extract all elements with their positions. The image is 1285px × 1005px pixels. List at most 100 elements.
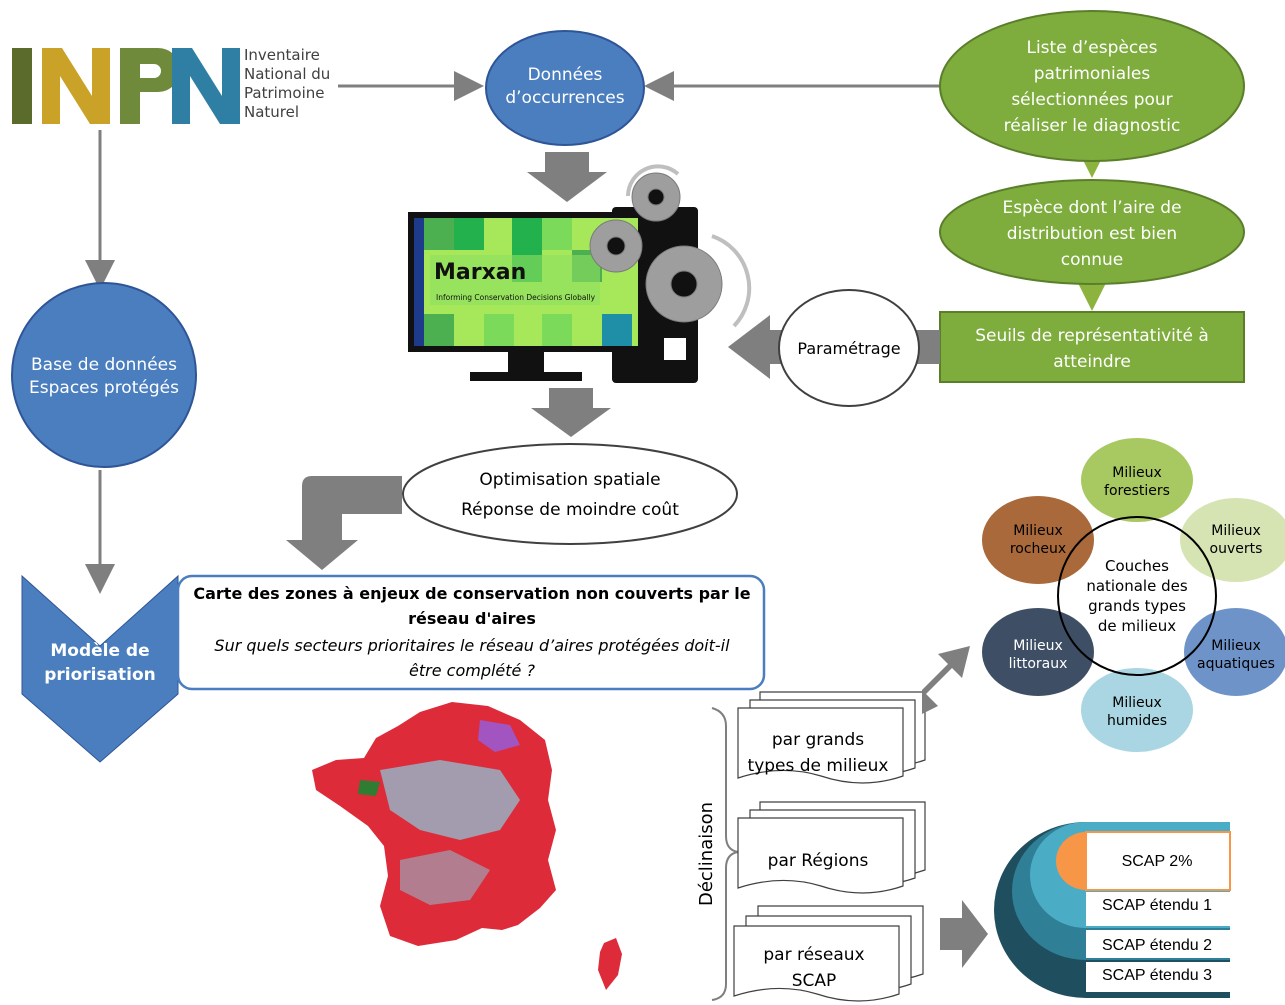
monitor-screen: Marxan Informing Conservation Decisions … [414,218,638,346]
seuils-line2: atteindre [1053,352,1131,372]
milieux-littoraux-line1: Milieux [1013,638,1063,654]
optimisation-line2: Réponse de moindre coût [461,500,679,520]
milieux-ouverts-circle [1180,498,1285,582]
liste-line2: patrimoniales [1034,64,1151,84]
logo-letter-n2 [172,48,240,124]
milieux-ouverts-line2: ouverts [1210,541,1263,557]
node-espece-distribution: Espèce dont l’aire de distribution est b… [939,179,1245,285]
milieux-center-line3: grands types [1088,597,1186,615]
espece-line3: connue [1061,250,1124,270]
scap-e2-box [1086,930,1230,958]
gears-icon [589,164,752,328]
donnees-line2: d’occurrences [505,88,624,108]
milieux-forestiers-circle [1081,438,1193,522]
milieux-littoraux-line2: littoraux [1009,656,1068,672]
marxan-title: Marxan [434,260,526,285]
parametrage-label: Paramétrage [797,339,900,358]
milieux-ouverts: Milieux ouverts [1180,498,1285,582]
node-liste-especes: Liste d’espèces patrimoniales sélectionn… [939,10,1245,162]
declinaison-label: Déclinaison [696,802,717,906]
optimisation-line1: Optimisation spatiale [479,470,660,490]
milieux-center-circle [1057,516,1217,676]
arrow-donnees-to-marxan [527,152,607,202]
milieux-forestiers: Milieux forestiers [1081,438,1193,522]
logo-letter-n [42,48,110,124]
milieux-aquatiques-line1: Milieux [1211,638,1261,654]
logo-text-line2: National du [244,65,330,83]
arrow-marxan-to-optimisation [531,388,611,437]
doc-scap-line2: SCAP [792,971,837,991]
modele-line2: priorisation [44,665,156,685]
arrow-to-scap [940,900,988,968]
map-blue-areas-south [400,850,490,905]
base-line1: Base de données [31,355,177,375]
milieux-aquatiques-line2: aquatiques [1197,656,1275,672]
map-purple-area [478,720,520,752]
milieux-humides-line2: humides [1107,713,1167,729]
milieux-humides: Milieux humides [1081,668,1193,752]
liste-line4: réaliser le diagnostic [1004,116,1181,136]
milieux-cluster: Milieux forestiers Milieux ouverts Milie… [982,438,1285,752]
milieux-center: Couches nationale des grands types de mi… [1057,516,1217,676]
doc-milieux-line1: par grands [772,730,864,750]
scap-etendu-2-label: SCAP étendu 2 [1102,937,1212,954]
doc-milieux-line2: types de milieux [748,756,889,776]
doc-stack-regions: par Régions [737,801,926,894]
scap-e3-box [1086,962,1230,992]
logo-text-line1: Inventaire [244,46,320,64]
inpn-logo: Inventaire National du Patrimoine Nature… [12,46,330,124]
monitor-neck [508,352,544,374]
france-map [312,702,622,990]
marxan-subtitle: Informing Conservation Decisions Globall… [436,293,596,302]
node-optimisation: Optimisation spatiale Réponse de moindre… [402,443,738,545]
carte-box: Carte des zones à enjeux de conservation… [176,574,766,691]
arrow-to-milieux [922,646,970,714]
liste-line3: sélectionnées pour [1011,90,1172,110]
milieux-center-line2: nationale des [1086,577,1188,595]
marxan-computer: Marxan Informing Conservation Decisions … [408,164,752,383]
monitor-base [470,372,582,381]
milieux-rocheux-line1: Milieux [1013,523,1063,539]
milieux-ouverts-line1: Milieux [1211,523,1261,539]
carte-title-line1: Carte des zones à enjeux de conservation… [193,584,750,603]
carte-title-line2: réseau d'aires [408,609,536,628]
modele-line1: Modèle de [50,641,149,661]
scap-nested: SCAP 2% SCAP étendu 1 SCAP étendu 2 SCAP… [994,822,1231,998]
doc-stack-scap: par réseaux SCAP [733,905,924,1002]
liste-line1: Liste d’espèces [1026,38,1157,58]
logo-text-line3: Patrimoine [244,84,324,102]
carte-question-line2: être complété ? [409,661,535,680]
scap-etendu-3-label: SCAP étendu 3 [1102,967,1212,984]
scap-2-label: SCAP 2% [1122,853,1193,870]
logo-text-line4: Naturel [244,103,299,121]
tower-button [664,338,686,360]
seuils-line1: Seuils de représentativité à [975,326,1209,346]
map-blue-areas [380,760,520,840]
milieux-rocheux: Milieux rocheux [982,496,1094,584]
milieux-rocheux-line2: rocheux [1010,541,1066,557]
milieux-rocheux-circle [982,496,1094,584]
milieux-aquatiques: Milieux aquatiques [1184,608,1285,696]
node-parametrage: Paramétrage [778,289,920,407]
doc-stack-milieux: par grands types de milieux [737,691,926,784]
logo-letter-i [12,48,32,124]
milieux-forestiers-line2: forestiers [1104,483,1170,499]
carte-question-line1: Sur quels secteurs prioritaires le résea… [214,636,730,655]
arrow-optimisation-to-carte [286,476,402,570]
scap-1-box [1086,892,1230,926]
node-modele-priorisation: Modèle de priorisation [21,574,179,763]
corsica-shape [598,938,622,990]
doc-scap-line1: par réseaux [763,945,864,965]
node-base-donnees: Base de données Espaces protégés [11,282,197,468]
milieux-humides-line1: Milieux [1112,695,1162,711]
scap-etendu-1-label: SCAP étendu 1 [1102,897,1212,914]
milieux-center-line1: Couches [1105,557,1169,575]
logo-letter-p [120,48,180,124]
node-donnees: Données d’occurrences [485,30,645,146]
map-green-area [358,780,380,796]
doc-regions-line1: par Régions [768,851,869,871]
milieux-center-line4: de milieux [1098,617,1176,635]
milieux-littoraux: Milieux littoraux [982,608,1094,696]
milieux-humides-circle [1081,668,1193,752]
